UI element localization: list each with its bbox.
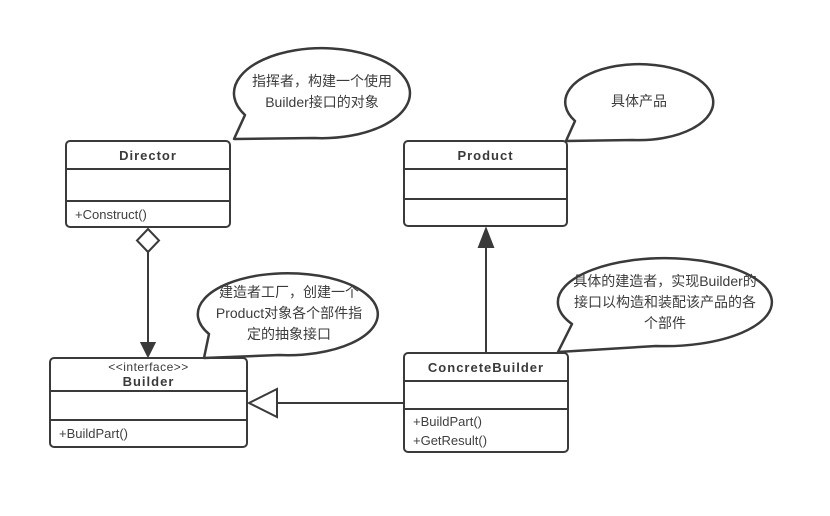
hollow-triangle-left-icon xyxy=(246,387,278,419)
callout-text-product: 具体产品 xyxy=(569,91,709,112)
callout-line: Product对象各个部件指 xyxy=(215,305,363,321)
callout-line: 个部件 xyxy=(644,315,686,331)
class-box-director: Director +Construct() xyxy=(65,140,231,228)
class-title-builder: <<interface>> Builder xyxy=(51,359,246,390)
class-title-product: Product xyxy=(457,147,514,163)
callout-line: Builder接口的对象 xyxy=(265,94,379,110)
class-title-concretebuilder: ConcreteBuilder xyxy=(427,359,545,375)
callout-line: 指挥者，构建一个使用 xyxy=(252,73,392,89)
class-box-concretebuilder: ConcreteBuilder +BuildPart() +GetResult(… xyxy=(403,352,569,453)
callout-text-director: 指挥者，构建一个使用 Builder接口的对象 xyxy=(230,71,414,113)
aggregation-diamond-icon xyxy=(135,227,161,254)
class-box-builder: <<interface>> Builder +BuildPart() xyxy=(49,357,248,448)
solid-arrowhead-up-icon xyxy=(477,226,495,248)
attributes-compartment-product xyxy=(405,168,566,198)
class-box-product: Product xyxy=(403,140,568,227)
method-label: +Construct() xyxy=(75,206,147,222)
callout-line: 定的抽象接口 xyxy=(247,326,331,342)
class-title-director: Director xyxy=(119,147,177,163)
callout-line: 建造者工厂，创建一个 xyxy=(219,284,359,300)
stereotype-label: <<interface>> xyxy=(108,360,189,374)
realization-connector-concretebuilder-builder xyxy=(246,387,403,419)
methods-compartment-builder: +BuildPart() xyxy=(51,419,246,446)
method-label: +BuildPart() xyxy=(413,413,482,429)
solid-arrowhead-down-icon xyxy=(139,342,157,359)
attributes-compartment-concretebuilder xyxy=(405,380,567,408)
callout-line: 接口以构造和装配该产品的各 xyxy=(574,294,756,310)
attributes-compartment-director xyxy=(67,168,229,200)
callout-text-builder: 建造者工厂，创建一个 Product对象各个部件指 定的抽象接口 xyxy=(197,282,381,345)
aggregation-connector-director-builder xyxy=(135,227,161,359)
association-connector-concretebuilder-product xyxy=(477,226,495,352)
methods-compartment-concretebuilder: +BuildPart() +GetResult() xyxy=(405,408,567,451)
methods-compartment-product xyxy=(405,198,566,225)
methods-compartment-director: +Construct() xyxy=(67,200,229,226)
attributes-compartment-builder xyxy=(51,390,246,419)
method-label: +GetResult() xyxy=(413,432,488,448)
callout-line: 具体的建造者，实现Builder的 xyxy=(573,273,757,289)
method-label: +BuildPart() xyxy=(59,426,128,441)
callout-text-concretebuilder: 具体的建造者，实现Builder的 接口以构造和装配该产品的各 个部件 xyxy=(557,271,773,334)
callout-line: 具体产品 xyxy=(611,93,667,109)
class-name-label: Builder xyxy=(122,374,175,389)
